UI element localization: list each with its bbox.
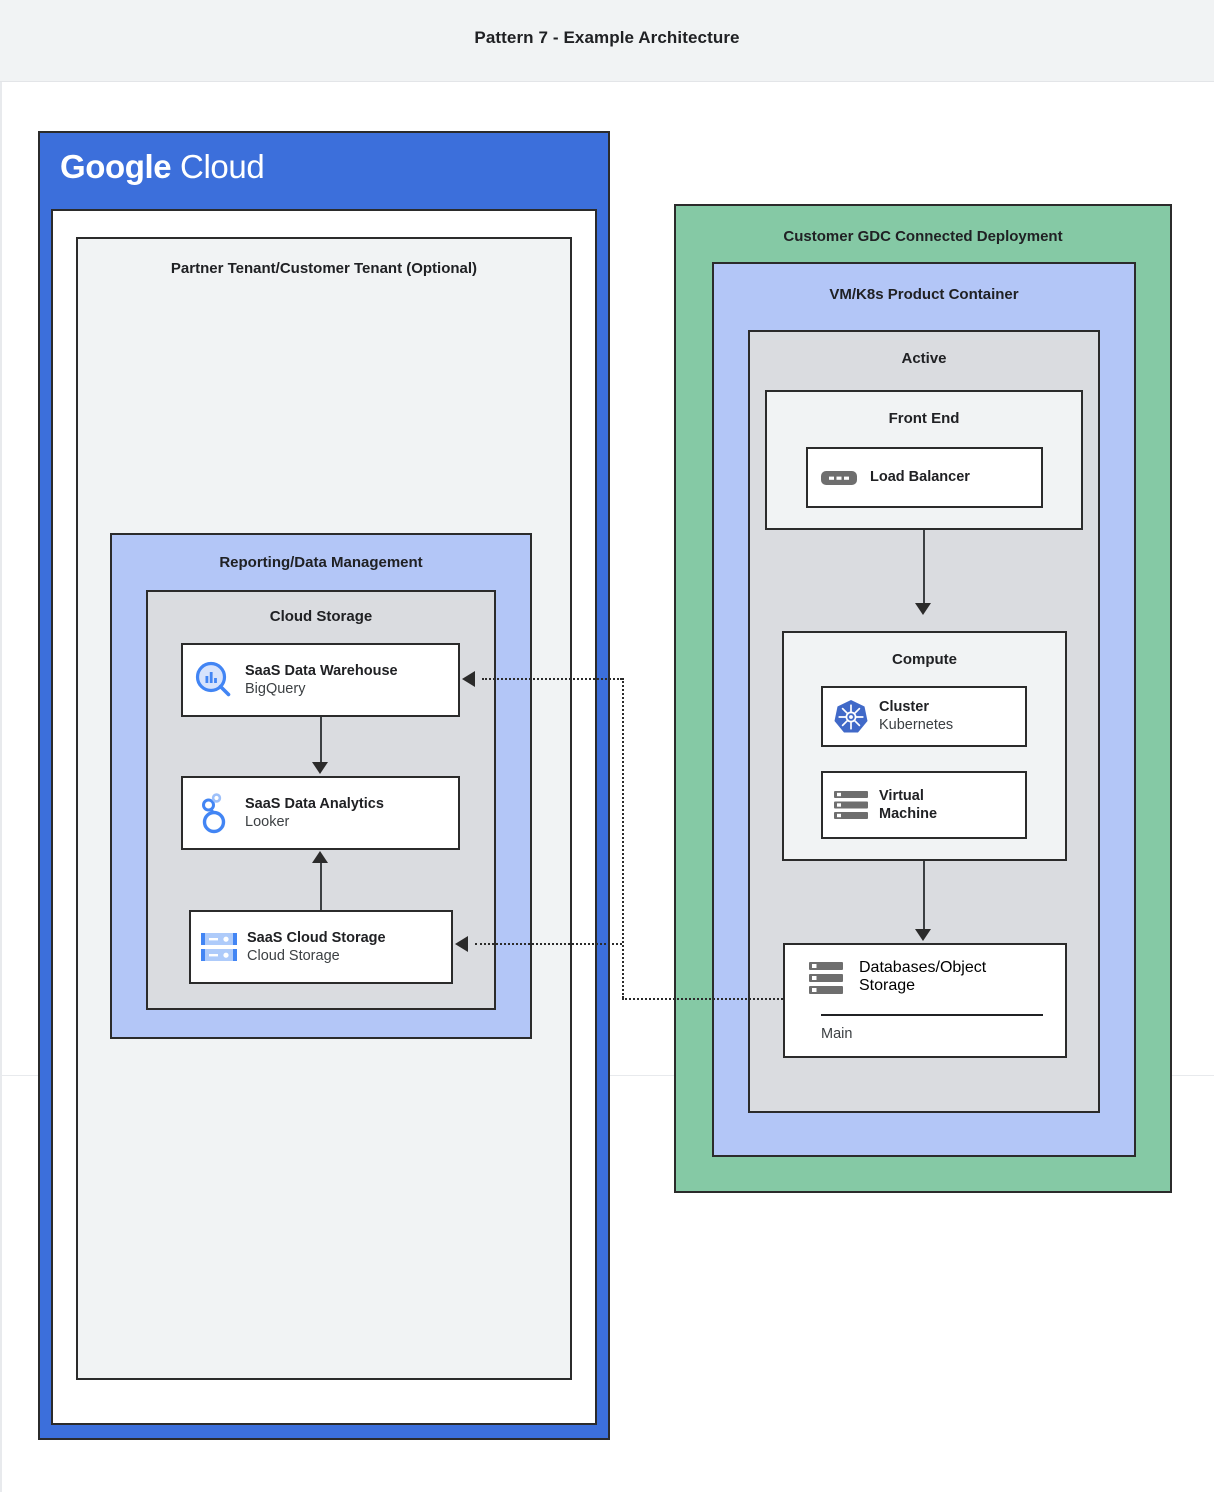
node-title: Databases/Object	[859, 959, 987, 976]
node-title: SaaS Data Warehouse	[245, 662, 398, 679]
node-virtual-machine-text: Virtual Machine	[879, 787, 937, 823]
node-saas-data-analytics[interactable]: SaaS Data Analytics Looker	[181, 776, 460, 850]
node-subtitle: Cloud Storage	[247, 947, 340, 964]
node-databases-object-storage[interactable]: Databases/Object Storage Main	[783, 943, 1067, 1058]
load-balancer-icon	[808, 468, 870, 488]
node-subtitle: BigQuery	[245, 680, 306, 697]
compute-title: Compute	[892, 651, 957, 668]
page-left-edge	[0, 82, 2, 1492]
node-saas-data-warehouse-text: SaaS Data Warehouse BigQuery	[245, 662, 398, 699]
node-virtual-machine[interactable]: Virtual Machine	[821, 771, 1027, 839]
google-cloud-logo: Google Cloud	[60, 148, 265, 186]
node-title: SaaS Data Analytics	[245, 795, 384, 812]
connector-cloud-storage-to-looker-arrow	[312, 851, 328, 863]
connector-database-to-bigquery-arrow	[462, 671, 475, 687]
node-saas-cloud-storage[interactable]: SaaS Cloud Storage Cloud Storage	[189, 910, 453, 984]
vm-k8s-product-container-title: VM/K8s Product Container	[829, 286, 1019, 303]
active-title: Active	[901, 350, 947, 367]
virtual-machine-icon	[823, 790, 879, 820]
node-saas-data-analytics-text: SaaS Data Analytics Looker	[245, 795, 384, 832]
connector-database-to-bigquery	[482, 678, 622, 680]
node-title: Cluster	[879, 699, 929, 716]
node-title-line2: Storage	[859, 977, 916, 994]
node-databases-divider	[821, 1014, 1043, 1016]
front-end-title: Front End	[888, 410, 960, 427]
connector-database-trunk-vertical	[622, 678, 624, 998]
node-cluster-kubernetes[interactable]: Cluster Kubernetes	[821, 686, 1027, 747]
node-databases-sublabel: Main	[821, 1026, 853, 1042]
cloud-storage-icon	[191, 931, 247, 963]
bigquery-icon	[183, 660, 245, 700]
node-title-line2: Machine	[879, 806, 938, 822]
node-load-balancer[interactable]: Load Balancer	[806, 447, 1043, 508]
connector-cloud-storage-to-looker	[320, 862, 322, 910]
node-databases-text: Databases/Object Storage	[859, 959, 986, 995]
looker-icon	[183, 791, 245, 835]
partner-tenant-title: Partner Tenant/Customer Tenant (Optional…	[170, 260, 478, 277]
database-icon	[807, 961, 859, 1000]
node-title: SaaS Cloud Storage	[247, 929, 386, 946]
connector-bigquery-to-looker	[320, 717, 322, 764]
connector-compute-to-database	[923, 861, 925, 931]
node-title: Virtual	[879, 787, 924, 804]
connector-database-to-cloud-storage-arrow	[455, 936, 468, 952]
reporting-data-management-title: Reporting/Data Management	[219, 554, 423, 571]
node-load-balancer-text: Load Balancer	[870, 468, 970, 486]
customer-gdc-deployment-title: Customer GDC Connected Deployment	[783, 228, 1063, 245]
header-bar	[0, 0, 1214, 82]
kubernetes-icon	[823, 698, 879, 736]
connector-load-balancer-to-compute	[923, 530, 925, 605]
connector-database-to-cloud-storage	[475, 943, 622, 945]
node-cluster-kubernetes-text: Cluster Kubernetes	[879, 698, 953, 735]
connector-compute-to-database-arrow	[915, 929, 931, 941]
google-cloud-logo-google: Google	[60, 148, 172, 185]
node-subtitle: Kubernetes	[879, 717, 954, 734]
node-databases-row: Databases/Object Storage	[785, 945, 1065, 1000]
node-subtitle: Looker	[245, 813, 290, 830]
google-cloud-logo-cloud: Cloud	[180, 148, 265, 185]
page-title: Pattern 7 - Example Architecture	[474, 28, 740, 47]
node-saas-data-warehouse[interactable]: SaaS Data Warehouse BigQuery	[181, 643, 460, 717]
node-saas-cloud-storage-text: SaaS Cloud Storage Cloud Storage	[247, 929, 386, 966]
node-title: Load Balancer	[870, 469, 970, 486]
connector-bigquery-to-looker-arrow	[312, 762, 328, 774]
connector-load-balancer-to-compute-arrow	[915, 603, 931, 615]
cloud-storage-group-title: Cloud Storage	[269, 608, 373, 625]
connector-database-trunk-horizontal	[622, 998, 783, 1000]
